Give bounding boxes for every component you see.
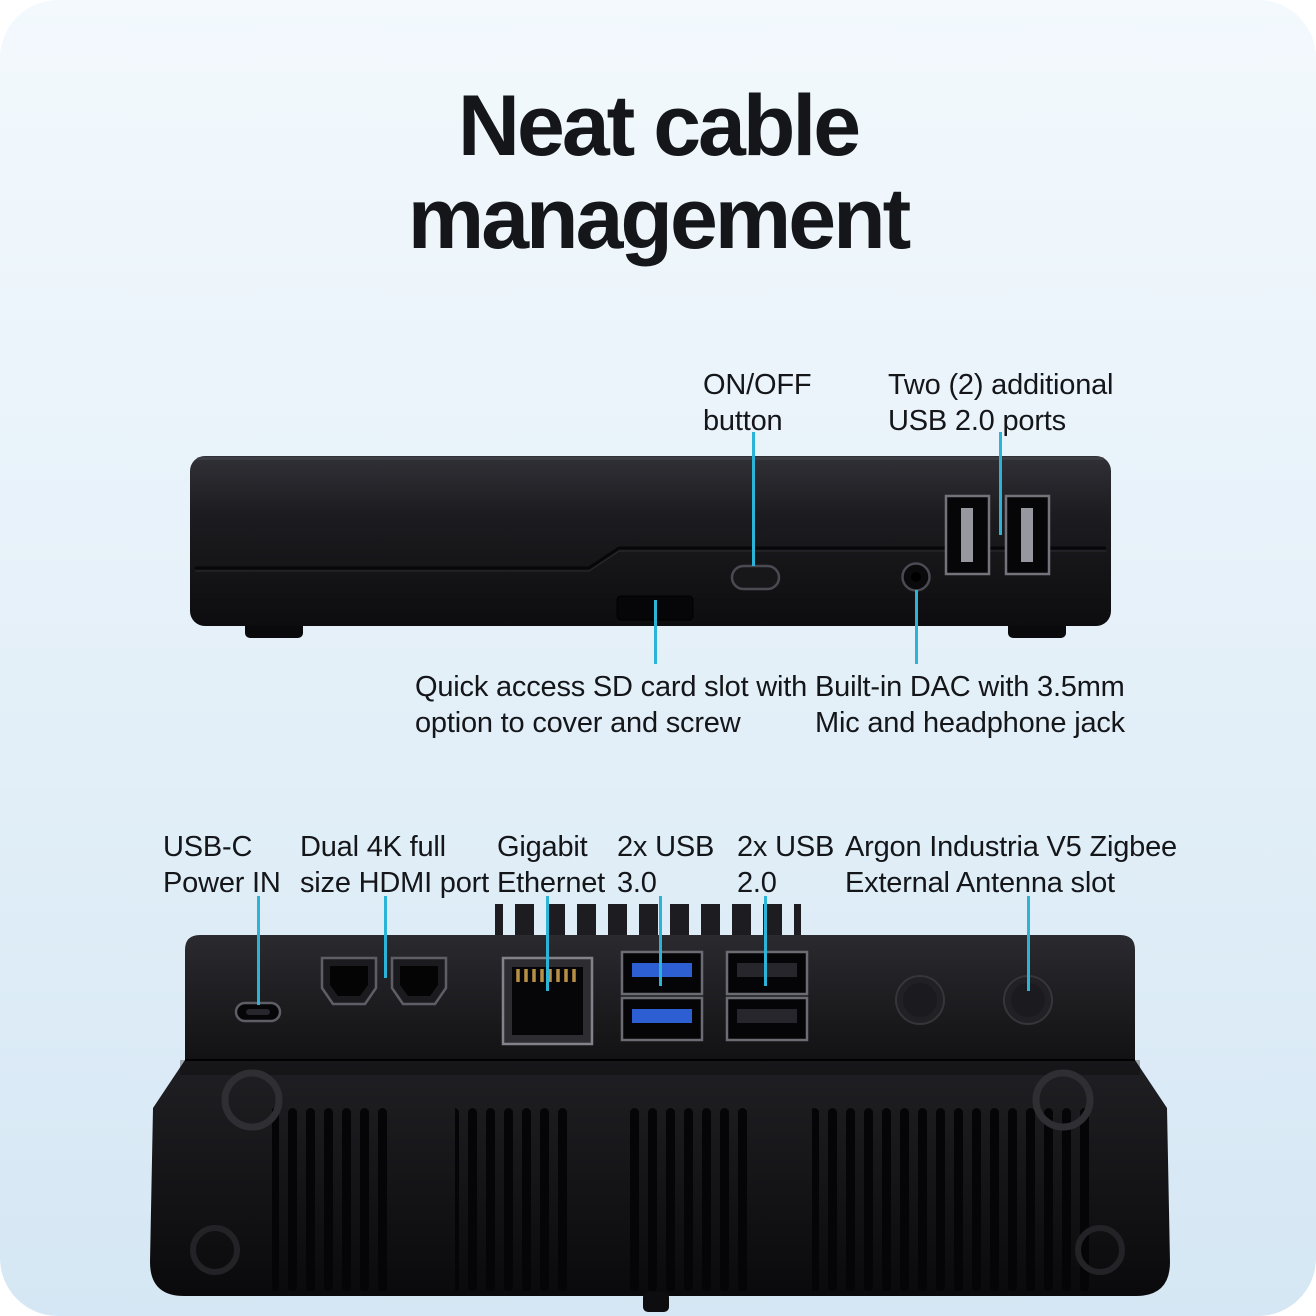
usb3-ports <box>620 950 704 1042</box>
callout-line-on-off <box>752 432 755 566</box>
front-device-illustration <box>190 456 1111 638</box>
callout-dac: Built-in DAC with 3.5mm Mic and headphon… <box>815 671 1125 739</box>
page-title: Neat cable management <box>407 78 912 267</box>
usb2-ports <box>725 950 809 1042</box>
antenna-slots <box>895 975 1053 1025</box>
mounting-rings <box>190 1069 1125 1275</box>
callout-antenna: Argon Industria V5 Zigbee External Anten… <box>845 831 1177 899</box>
callout-hdmi: Dual 4K full size HDMI port <box>300 831 489 899</box>
callout-line-usb2 <box>764 896 767 986</box>
underside-vents <box>272 1105 1092 1291</box>
callout-line-sd-slot <box>654 600 657 664</box>
callout-usb-c: USB-C Power IN <box>163 831 281 899</box>
bottom-notch <box>643 1292 669 1312</box>
callout-on-off-button: ON/OFF button <box>703 369 812 437</box>
callout-line-hdmi <box>384 896 387 978</box>
callout-line-extra-usb <box>999 432 1002 535</box>
front-usb2-ports <box>944 494 1051 576</box>
cable-cover-seam <box>195 546 1106 570</box>
audio-jack-hole <box>911 572 921 582</box>
callout-line-usb-c <box>257 896 260 1005</box>
rear-device-illustration <box>150 904 1170 1312</box>
callout-ethernet: Gigabit Ethernet <box>497 831 606 899</box>
device-top-highlight <box>197 457 1104 460</box>
hdmi-ports <box>320 956 448 1006</box>
device-body <box>190 456 1111 626</box>
heatsink-fins <box>495 904 801 938</box>
underside-shadow <box>180 1060 1140 1075</box>
callout-sd-slot: Quick access SD card slot with option to… <box>415 671 808 739</box>
callout-extra-usb: Two (2) additional USB 2.0 ports <box>888 369 1114 437</box>
callout-usb2: 2x USB 2.0 <box>737 831 835 899</box>
callout-line-ethernet <box>546 896 549 991</box>
callout-line-dac <box>915 590 918 664</box>
callout-line-antenna <box>1027 896 1030 991</box>
ethernet-port <box>501 956 594 1046</box>
power-button <box>730 564 781 591</box>
callout-line-usb3 <box>659 896 662 986</box>
callout-usb3: 2x USB 3.0 <box>617 831 715 899</box>
usb-c-port <box>234 1001 282 1023</box>
cable-cover-seam-highlight <box>195 550 1106 572</box>
